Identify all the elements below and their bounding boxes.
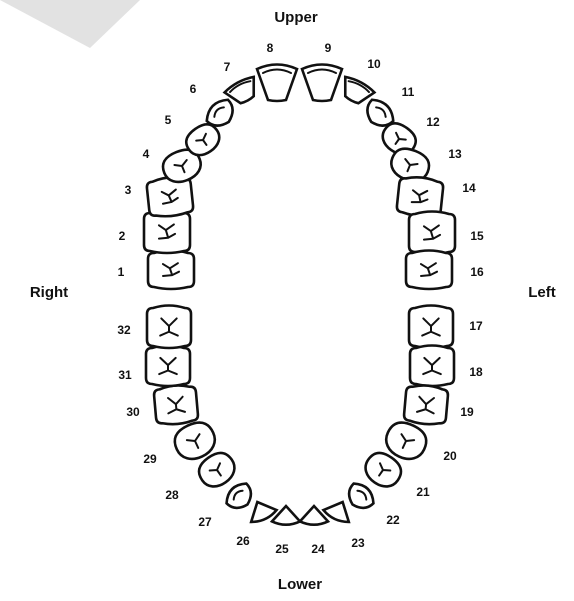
tooth-number-22: 22 [386, 513, 400, 527]
tooth-number-5: 5 [165, 113, 172, 127]
tooth-30 [153, 384, 198, 426]
tooth-number-13: 13 [448, 147, 462, 161]
tooth-number-4: 4 [143, 147, 150, 161]
tooth-22 [343, 479, 378, 514]
lower-label: Lower [278, 576, 322, 593]
tooth-number-30: 30 [126, 405, 140, 419]
tooth-number-26: 26 [236, 534, 250, 548]
tooth-1 [148, 251, 194, 290]
tooth-number-18: 18 [469, 365, 483, 379]
tooth-19 [403, 384, 448, 426]
tooth-17 [409, 306, 453, 349]
tooth-number-31: 31 [118, 368, 132, 382]
tooth-27-outline [222, 479, 257, 514]
tooth-8 [257, 65, 297, 102]
tooth-18 [410, 346, 454, 387]
tooth-22-outline [343, 479, 378, 514]
tooth-number-24: 24 [311, 542, 325, 556]
tooth-32 [147, 306, 191, 349]
tooth-number-10: 10 [367, 57, 381, 71]
tooth-number-32: 32 [117, 323, 131, 337]
tooth-number-7: 7 [224, 60, 231, 74]
corner-fold-triangle [0, 0, 140, 48]
tooth-number-27: 27 [198, 515, 212, 529]
tooth-number-8: 8 [267, 41, 274, 55]
tooth-number-11: 11 [402, 85, 415, 99]
tooth-number-9: 9 [325, 41, 332, 55]
teeth-group [144, 65, 455, 525]
tooth-number-12: 12 [426, 115, 440, 129]
upper-label: Upper [274, 9, 318, 26]
tooth-number-29: 29 [143, 452, 157, 466]
tooth-number-21: 21 [416, 485, 430, 499]
left-label: Left [528, 284, 556, 301]
tooth-number-20: 20 [443, 449, 457, 463]
tooth-number-19: 19 [460, 405, 474, 419]
tooth-number-17: 17 [469, 319, 483, 333]
tooth-number-16: 16 [470, 265, 484, 279]
tooth-16 [406, 251, 452, 290]
tooth-number-28: 28 [165, 488, 179, 502]
tooth-number-15: 15 [470, 229, 484, 243]
tooth-9 [302, 65, 342, 102]
tooth-3 [146, 175, 194, 218]
tooth-number-6: 6 [190, 82, 197, 96]
tooth-numbers-group: 1234567891011121314151617181920212223242… [117, 41, 484, 556]
tooth-27 [222, 479, 257, 514]
tooth-number-3: 3 [125, 183, 132, 197]
tooth-number-1: 1 [118, 265, 125, 279]
tooth-number-25: 25 [275, 542, 289, 556]
right-label: Right [30, 284, 68, 301]
tooth-number-23: 23 [351, 536, 365, 550]
tooth-number-2: 2 [119, 229, 126, 243]
tooth-number-14: 14 [462, 181, 476, 195]
tooth-15 [409, 212, 455, 255]
tooth-31 [146, 346, 190, 387]
